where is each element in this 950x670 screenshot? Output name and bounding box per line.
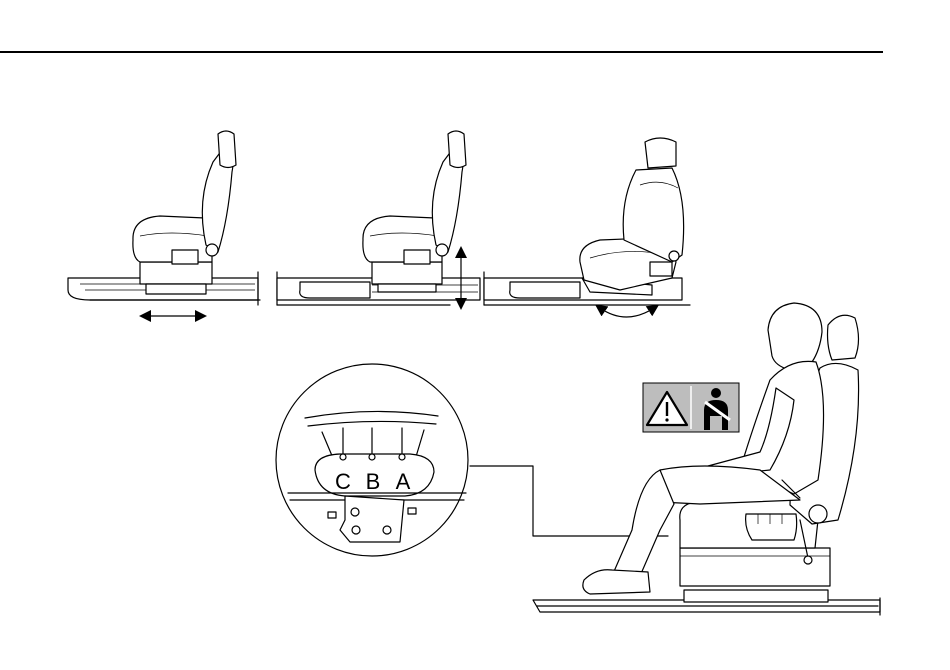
lever-label-a: A bbox=[396, 469, 411, 494]
lever-label-b: B bbox=[366, 469, 381, 494]
panel-seat-height bbox=[277, 131, 480, 305]
lever-label-c: C bbox=[335, 469, 351, 494]
panel-seat-slide bbox=[68, 131, 260, 316]
arrow-swivel bbox=[600, 308, 654, 317]
panel-seat-swivel bbox=[484, 138, 690, 317]
warning-sign bbox=[643, 383, 739, 432]
lever-detail-callout bbox=[276, 364, 468, 556]
seated-operator-illustration bbox=[533, 303, 880, 615]
